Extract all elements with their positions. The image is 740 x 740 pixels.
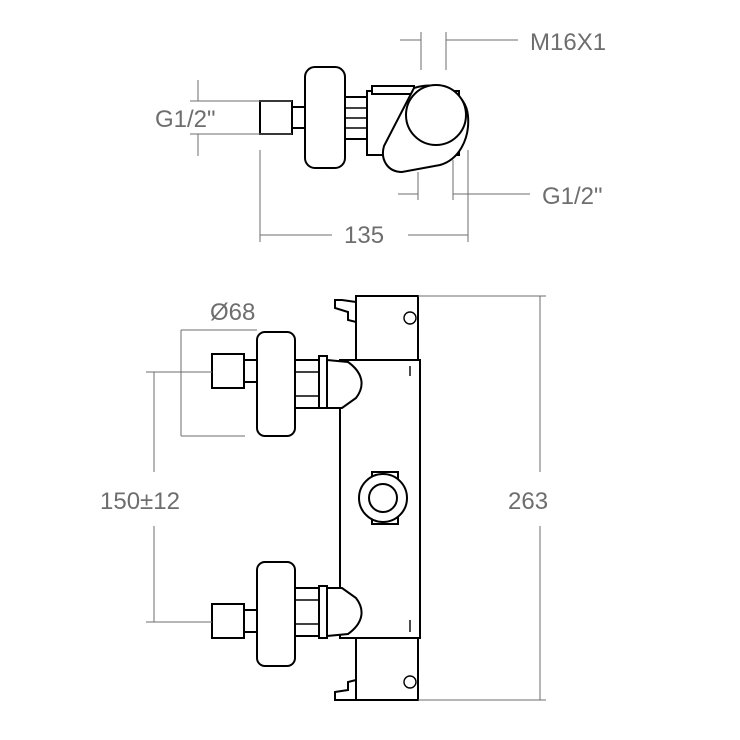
width-dimension: 135 <box>259 150 469 249</box>
inlet-pipe <box>259 100 293 135</box>
upper-inlet <box>211 331 363 437</box>
bottom-connector <box>334 678 357 701</box>
lower-eccentric <box>326 587 363 638</box>
spacing-label: 150±12 <box>100 488 180 515</box>
top-cap <box>355 295 419 361</box>
wall-flange <box>304 66 346 169</box>
diameter-dimension: Ø68 <box>180 299 257 437</box>
height-dimension: 263 <box>418 295 548 701</box>
upper-inlet-pipe <box>211 353 245 389</box>
lower-inlet-pipe <box>211 603 245 639</box>
inlet-thread-label: G1/2" <box>155 106 216 133</box>
inlet-dimension: G1/2" <box>155 80 292 156</box>
upper-flange-disc <box>256 331 296 437</box>
top-view: M16X1 G1/2" G1/2" 135 <box>155 29 606 249</box>
outlet-dimension: G1/2" <box>398 160 603 210</box>
diameter-label: Ø68 <box>210 299 255 326</box>
bottom-cap <box>355 637 419 701</box>
handle-cap <box>405 84 467 146</box>
front-view: Ø68 150±12 263 <box>100 295 548 701</box>
top-connector <box>334 299 357 324</box>
lower-inlet <box>211 561 363 667</box>
height-label: 263 <box>508 488 548 515</box>
temperature-knob <box>358 471 408 525</box>
lower-flange-disc <box>256 561 296 667</box>
lower-hex-nut <box>294 587 320 637</box>
upper-eccentric <box>326 358 363 409</box>
outlet-thread-label: G1/2" <box>542 183 603 210</box>
thread-top-dimension: M16X1 <box>400 29 606 70</box>
inlet-nut <box>291 106 307 129</box>
upper-hex-nut <box>294 359 320 409</box>
spacing-dimension: 150±12 <box>100 371 212 623</box>
width-label: 135 <box>344 222 384 249</box>
thread-top-label: M16X1 <box>530 29 606 56</box>
